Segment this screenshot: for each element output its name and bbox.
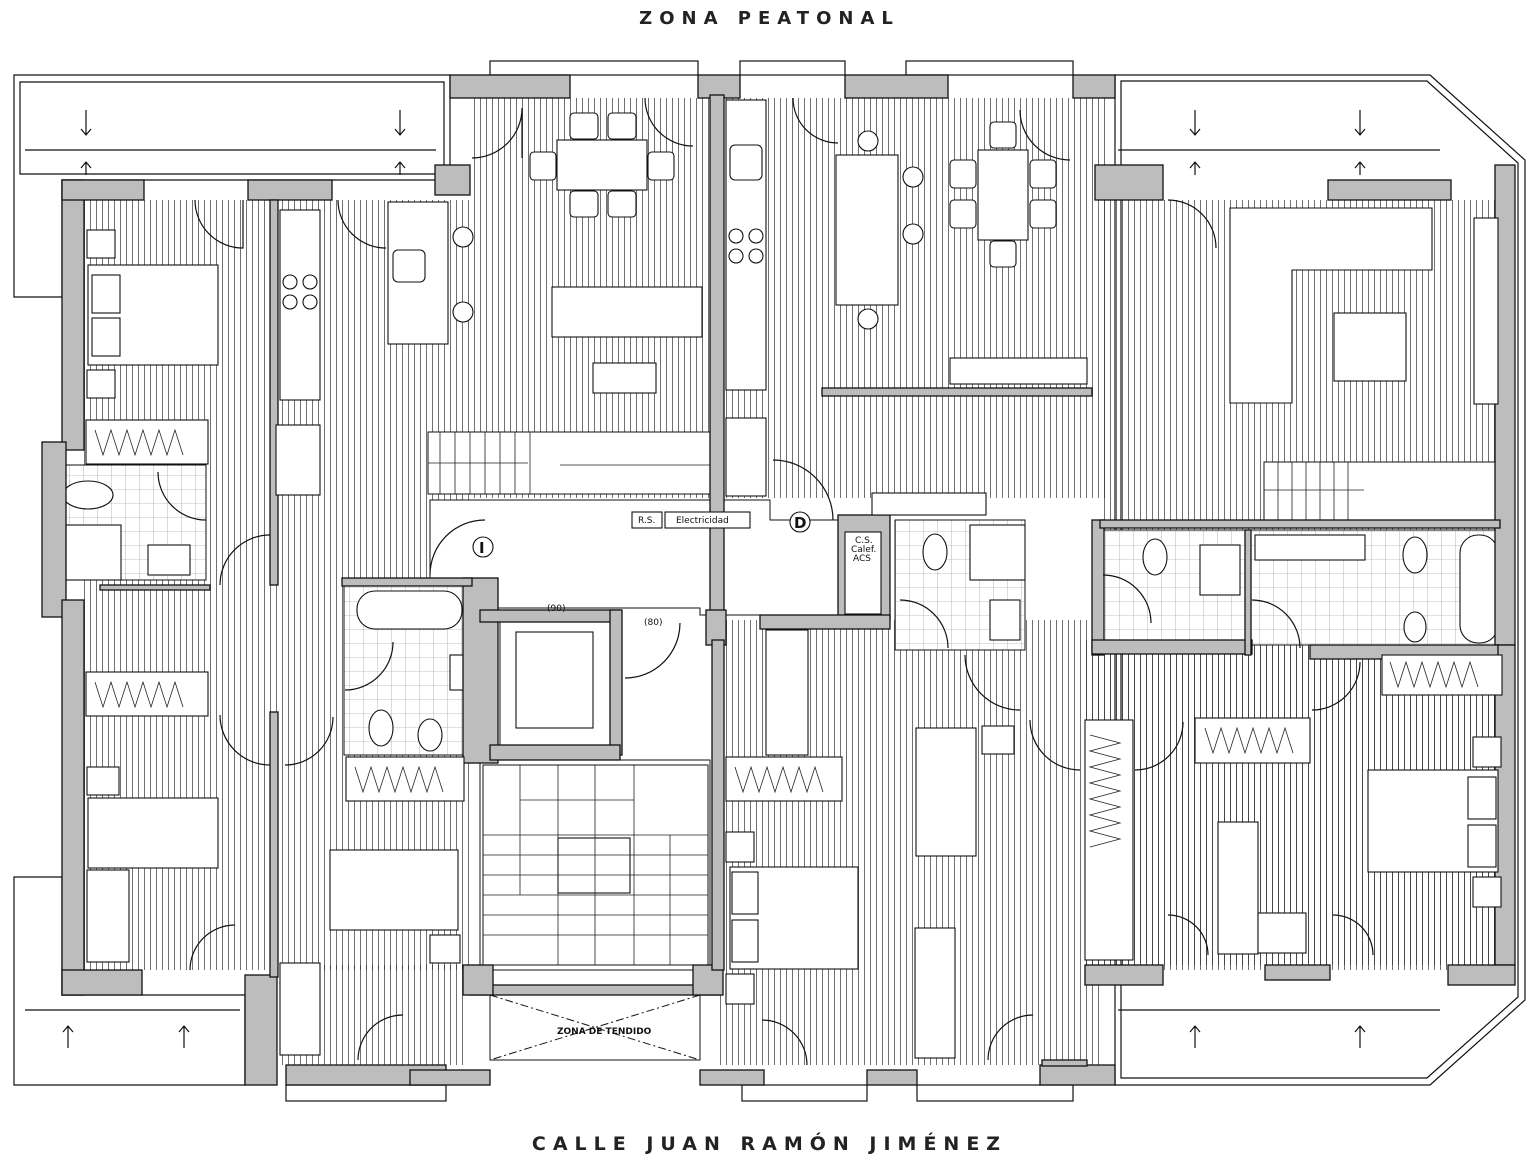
doors xyxy=(157,97,1374,1066)
label-cs: C.S. xyxy=(855,536,873,546)
label-zona-tendido: ZONA DE TENDIDO xyxy=(557,1027,652,1037)
label-rs: R.S. xyxy=(638,516,655,526)
label-unit-d: D xyxy=(794,514,806,532)
label-calef: Calef. xyxy=(851,545,876,555)
label-acs: ACS xyxy=(853,554,871,564)
annotations: R.S. Electricidad C.S. Calef. ACS (90) (… xyxy=(472,511,882,1037)
label-door-90: (90) xyxy=(547,604,565,614)
bathrooms xyxy=(62,464,1499,756)
label-unit-i: I xyxy=(479,539,485,557)
street-label-bottom: CALLE JUAN RAMÓN JIMÉNEZ xyxy=(531,1133,1008,1155)
slope-arrows xyxy=(62,110,1366,1048)
street-label-top: ZONA PEATONAL xyxy=(639,8,900,29)
label-electricidad: Electricidad xyxy=(676,516,729,526)
unit-d-marker xyxy=(789,511,811,533)
walls xyxy=(41,74,1516,1086)
wardrobes xyxy=(85,417,1503,961)
label-door-80: (80) xyxy=(644,618,662,628)
unit-i-marker xyxy=(472,536,494,558)
beds xyxy=(87,264,1499,970)
furniture xyxy=(86,99,1502,1059)
